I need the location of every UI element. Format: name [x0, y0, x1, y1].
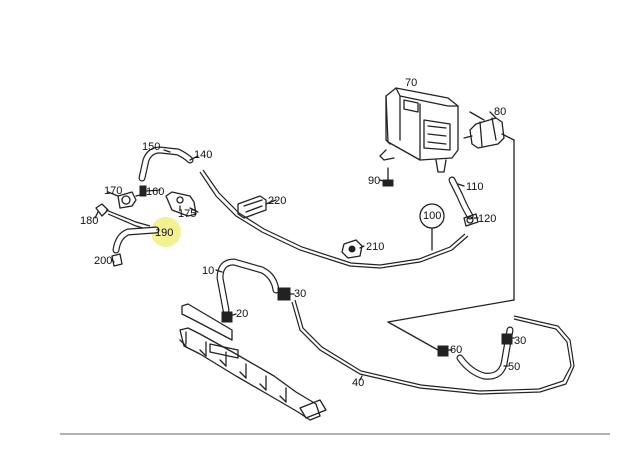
part-detail-100[interactable]	[419, 203, 445, 251]
label-80: 80	[494, 106, 506, 118]
label-170: 170	[104, 185, 122, 197]
part-fitting-30b[interactable]	[501, 333, 513, 345]
part-clamp-120[interactable]	[463, 213, 479, 227]
part-fuel-rail[interactable]	[179, 303, 327, 421]
part-bolt-90[interactable]	[382, 167, 394, 187]
label-140: 140	[194, 149, 212, 161]
label-210: 210	[366, 241, 384, 253]
label-175: 175	[178, 208, 196, 220]
label-120: 120	[478, 213, 496, 225]
part-hose-190[interactable]	[112, 226, 160, 254]
label-100: 100	[423, 210, 441, 222]
part-canister-70[interactable]	[379, 87, 459, 173]
part-tube-140[interactable]	[199, 171, 469, 269]
part-clip-220[interactable]	[237, 195, 267, 219]
part-fitting-60[interactable]	[437, 345, 449, 357]
label-160: 160	[146, 186, 164, 198]
part-fitting-160[interactable]	[139, 185, 147, 197]
part-hose-50[interactable]	[456, 326, 514, 380]
label-60: 60	[450, 344, 462, 356]
label-30-lower: 30	[514, 335, 526, 347]
label-110: 110	[466, 181, 484, 193]
label-50: 50	[508, 361, 520, 373]
part-clip-210[interactable]	[341, 239, 363, 259]
part-hose-110[interactable]	[448, 176, 474, 220]
label-30-upper: 30	[294, 288, 306, 300]
label-70: 70	[405, 77, 417, 89]
label-10: 10	[202, 265, 214, 277]
label-190: 190	[155, 227, 173, 239]
part-hose-10[interactable]	[216, 258, 280, 314]
part-tube-40[interactable]	[291, 301, 575, 395]
label-200: 200	[94, 255, 112, 267]
part-hose-150[interactable]	[138, 146, 194, 182]
part-labels: 70 80 90 110 100 120 150 140 170 160 175…	[80, 77, 526, 389]
part-plug-200[interactable]	[111, 253, 123, 267]
label-150: 150	[142, 141, 160, 153]
label-90: 90	[368, 175, 380, 187]
part-fitting-20[interactable]	[221, 311, 233, 323]
leader-lines	[94, 111, 515, 381]
label-20: 20	[236, 308, 248, 320]
part-bracket-175[interactable]	[165, 191, 199, 217]
label-40: 40	[352, 377, 364, 389]
part-filter-80[interactable]	[463, 117, 515, 149]
part-fitting-30a[interactable]	[277, 287, 291, 301]
highlight-marker-190	[151, 217, 181, 247]
label-220: 220	[268, 195, 286, 207]
label-180: 180	[80, 215, 98, 227]
